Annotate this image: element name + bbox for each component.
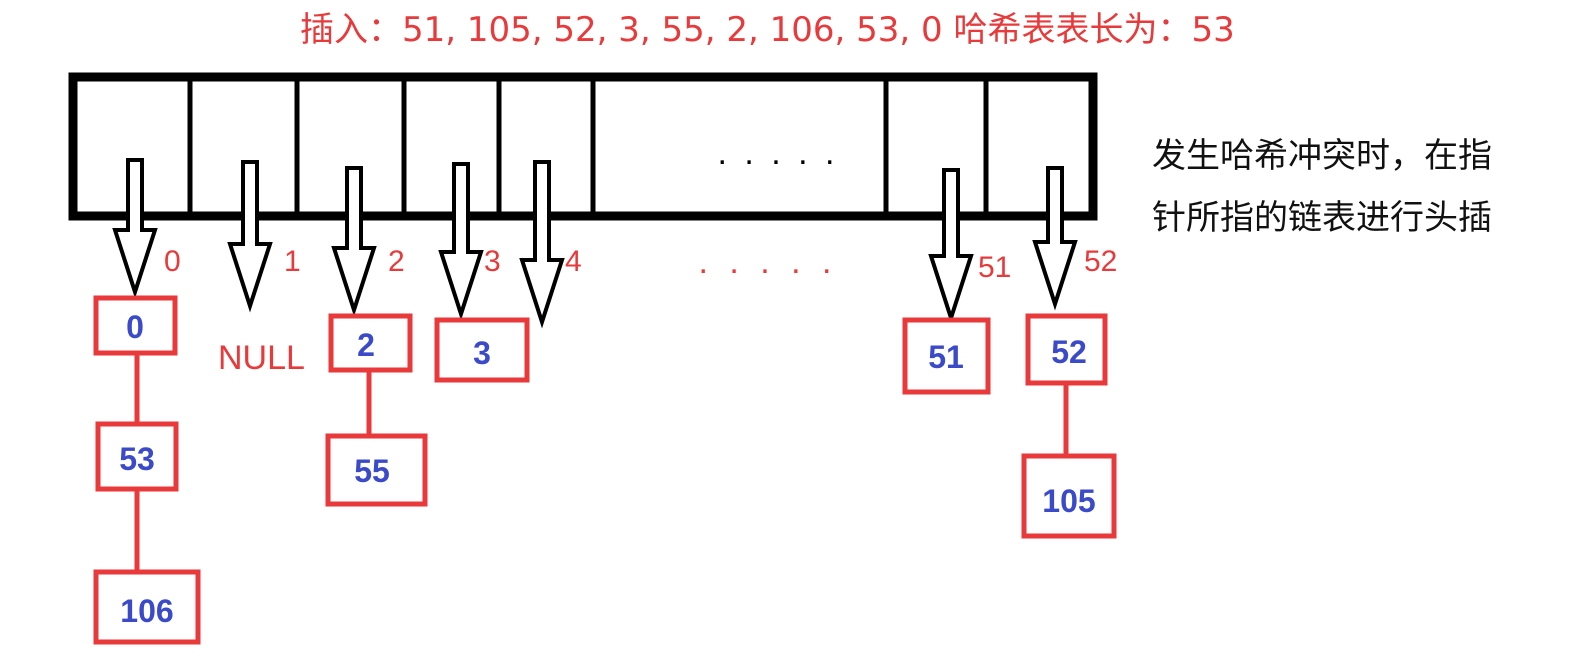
node-value: 53 [119, 441, 155, 477]
node-bucket52-1: 105 [1021, 453, 1117, 539]
pointer-arrow-5 [928, 168, 974, 325]
node-bucket52-0: 52 [1025, 313, 1108, 386]
null-label: NULL [218, 339, 305, 377]
note-line-1: 发生哈希冲突时，在指 [1152, 136, 1492, 176]
linked-list-nodes: 0 53 106 2 55 3 [93, 295, 1117, 645]
node-value: 2 [357, 327, 375, 363]
node-value: 55 [354, 453, 390, 489]
bucket-index-1: 1 [284, 245, 301, 278]
table-ellipsis: . . . . . [717, 134, 838, 172]
bucket-pointer-arrows [112, 158, 1078, 329]
bucket-index-2: 2 [388, 245, 405, 278]
node-bucket0-2: 106 [93, 569, 201, 645]
node-box [93, 569, 201, 645]
node-bucket0-1: 53 [95, 421, 179, 492]
node-box [902, 317, 991, 395]
diagram-title: 插入：51, 105, 52, 3, 55, 2, 106, 53, 0 哈希表… [300, 10, 1235, 50]
node-bucket0-0: 0 [93, 295, 178, 356]
bucket-indices: 0 1 2 3 4 51 52 [164, 245, 1117, 284]
node-box [434, 317, 530, 383]
index-ellipsis: . . . . . [698, 243, 837, 281]
bucket-index-51: 51 [978, 251, 1011, 284]
pointer-arrow-6 [1032, 166, 1078, 311]
node-value: 105 [1042, 483, 1095, 519]
node-box [325, 433, 428, 507]
node-box [95, 421, 179, 492]
node-box [1025, 313, 1108, 386]
pointer-arrow-2 [331, 166, 377, 317]
node-connectors [134, 353, 1069, 572]
bucket-index-3: 3 [484, 245, 501, 278]
node-bucket2-1: 55 [325, 433, 428, 507]
hash-table-array [68, 72, 1098, 221]
table-dividers [187, 79, 989, 214]
bucket-index-52: 52 [1084, 245, 1117, 278]
node-value: 106 [120, 593, 173, 629]
node-bucket2-0: 2 [328, 313, 413, 373]
node-value: 52 [1051, 334, 1087, 370]
note-line-2: 针所指的链表进行头插 [1152, 198, 1492, 238]
pointer-arrow-3 [438, 162, 484, 321]
node-box [93, 295, 178, 356]
node-box [1021, 453, 1117, 539]
pointer-arrow-4 [519, 160, 565, 329]
node-box [328, 313, 413, 373]
node-value: 3 [473, 335, 491, 371]
node-bucket3-0: 3 [434, 317, 530, 383]
pointer-arrow-0 [112, 158, 158, 299]
bucket-index-4: 4 [565, 245, 582, 278]
node-value: 51 [928, 339, 964, 375]
node-bucket51-0: 51 [902, 317, 991, 395]
node-value: 0 [126, 309, 144, 345]
pointer-arrow-1 [227, 160, 273, 313]
bucket-index-0: 0 [164, 245, 181, 278]
